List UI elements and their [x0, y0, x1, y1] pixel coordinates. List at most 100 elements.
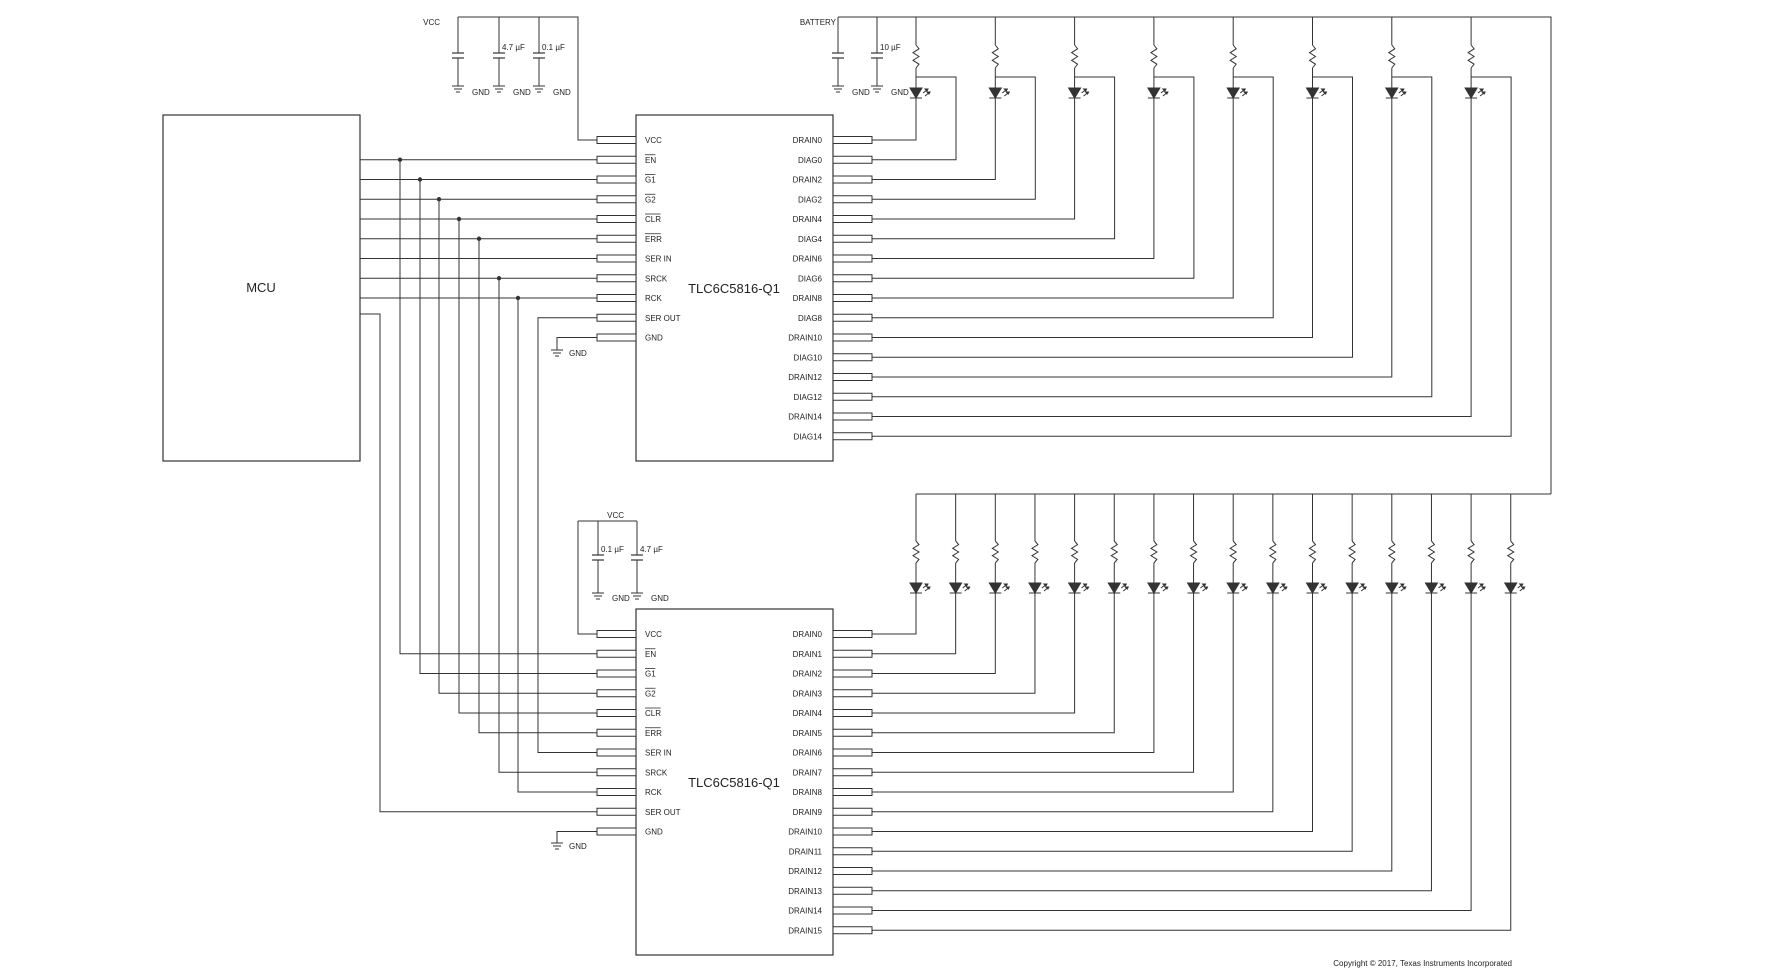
wire [872, 593, 1155, 753]
ic2-pin-label: G1 [645, 670, 656, 679]
ic1-pin-label: DRAIN4 [793, 215, 823, 224]
vcc-label: VCC [423, 18, 440, 27]
ic1-pin-label: DIAG12 [794, 393, 823, 402]
mcu-label: MCU [246, 280, 276, 295]
ic2-pin-label: SER IN [645, 749, 672, 758]
ic1-pin-stub [832, 234, 873, 243]
ic1-pin-stub [832, 195, 873, 204]
led-arrowhead [1082, 88, 1088, 92]
ic2-pin-stub [832, 630, 873, 638]
led-arrowhead [1480, 91, 1486, 95]
ic1-pin-stub [832, 313, 873, 322]
ground-symbol [452, 85, 464, 93]
ic1-pin-label: ERR [645, 235, 662, 244]
led [1503, 582, 1526, 594]
ic2-pin-stub [832, 867, 873, 875]
ic2-pin-label: DRAIN13 [788, 887, 822, 896]
capacitor [871, 52, 883, 59]
wire [872, 593, 1234, 793]
resistor [1467, 540, 1476, 564]
wire [872, 593, 1195, 773]
wire [478, 238, 597, 734]
led-arrowhead [1361, 586, 1367, 590]
wire [556, 831, 597, 843]
led-arrowhead [1122, 583, 1128, 587]
resistor [1070, 540, 1079, 564]
led-arrowhead [1520, 586, 1526, 590]
ic2-pin-label: RCK [645, 788, 663, 797]
capacitor [533, 52, 545, 59]
ic2-pin-stub [596, 827, 637, 836]
ic1-pin-label: DRAIN14 [788, 413, 822, 422]
ic1-pin-label: DIAG2 [798, 195, 823, 204]
ic2-pin-stub [596, 748, 637, 757]
ic2-pin-stub [832, 906, 873, 915]
led-arrowhead [1161, 583, 1167, 587]
ic2-pin-label: ERR [645, 729, 662, 738]
led-triangle [1464, 87, 1478, 99]
ic2-pin-label: DRAIN4 [793, 709, 823, 718]
ic2-pin-stub [832, 649, 873, 658]
ic1-pin-stub [596, 195, 637, 204]
ic2-pin-label: DRAIN15 [788, 926, 822, 935]
resistor [1030, 540, 1039, 564]
ic1-pin-label: DIAG14 [794, 432, 823, 441]
ic1-pin-stub [596, 175, 637, 184]
ic1-pin-label: GND [645, 334, 663, 343]
led [1265, 582, 1288, 594]
led-triangle [1147, 87, 1161, 99]
led-arrowhead [1359, 583, 1365, 587]
led [948, 582, 971, 594]
led-arrowhead [925, 91, 931, 95]
led-arrowhead [1478, 88, 1484, 92]
led-arrowhead [1203, 586, 1209, 590]
gnd-label: GND [553, 88, 571, 97]
led-arrowhead [1161, 88, 1167, 92]
led [1464, 87, 1486, 99]
ic1-pin-label: G1 [645, 176, 656, 185]
ic1-pin-stub [832, 175, 873, 184]
led-arrowhead [1242, 91, 1249, 95]
junction-dot [496, 276, 502, 281]
led [1384, 87, 1407, 99]
ic2-pin-stub [832, 669, 873, 678]
led-arrowhead [1480, 586, 1486, 590]
wire [872, 98, 1393, 378]
led-arrowhead [1201, 583, 1207, 587]
led [1067, 582, 1090, 594]
resistor [1506, 540, 1515, 564]
led-triangle [909, 87, 923, 99]
ic2-pin-label: DRAIN11 [789, 847, 823, 856]
wire [537, 317, 597, 753]
ic1-pin-label: CLR [645, 215, 661, 224]
ground-symbol [592, 592, 604, 600]
ic2-pin-stub [596, 649, 637, 658]
ground-symbol [631, 592, 643, 600]
ic1-pin-stub [596, 313, 637, 322]
resistor [991, 540, 1000, 564]
ic1-pin-label: DIAG6 [798, 274, 823, 283]
led-arrowhead [923, 583, 929, 587]
led [1305, 582, 1328, 594]
led-arrowhead [1399, 88, 1405, 92]
ic2-pin-stub [832, 886, 873, 895]
ic1-pin-stub [596, 234, 637, 243]
wire [872, 593, 1076, 714]
ic2-pin-stub [596, 709, 637, 717]
resistor [1308, 44, 1317, 69]
ic1-pin-stub [832, 215, 873, 223]
ic2-pin-label: G2 [645, 689, 656, 698]
ic1-pin-stub [596, 274, 637, 283]
ic1-pin-label: G2 [645, 195, 656, 204]
led-triangle [1345, 582, 1360, 594]
components [162, 44, 1526, 956]
led [1147, 87, 1169, 99]
ic2-pin-label: DRAIN9 [793, 808, 823, 817]
ic2-pin-stub [832, 728, 873, 737]
ic1-pin-stub [832, 353, 873, 362]
gnd-label: GND [569, 842, 587, 851]
resistor [1427, 540, 1436, 564]
led-arrowhead [1242, 586, 1249, 590]
led-triangle [948, 582, 963, 594]
resistor [1467, 44, 1476, 69]
